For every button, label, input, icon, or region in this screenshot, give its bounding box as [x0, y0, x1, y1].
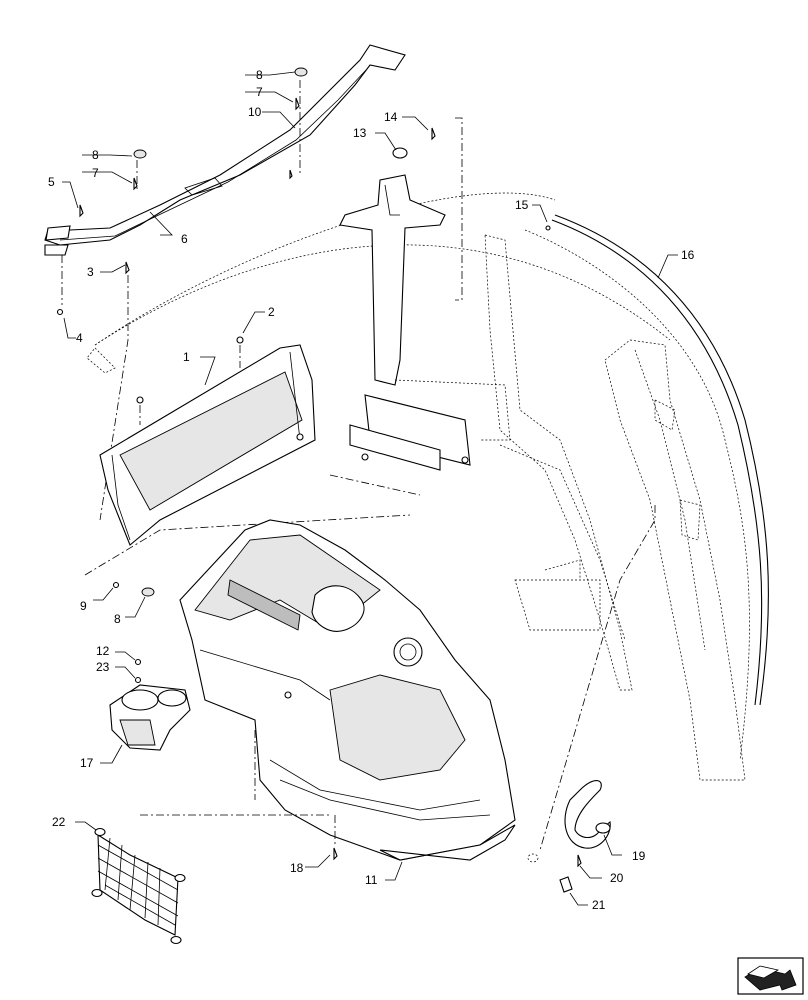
callout-22: 22 — [52, 815, 66, 829]
coat-hook — [527, 505, 656, 893]
callout-13: 13 — [353, 126, 367, 140]
callout-19: 19 — [632, 849, 646, 863]
callout-6: 6 — [181, 232, 188, 246]
callout-23: 23 — [96, 660, 110, 674]
cargo-net — [91, 827, 186, 945]
callout-21: 21 — [592, 898, 606, 912]
callout-11: 11 — [365, 873, 378, 887]
callout-3: 3 — [87, 265, 94, 279]
upper-trim-rail — [44, 44, 406, 256]
callout-7a: 7 — [256, 85, 263, 99]
callout-5: 5 — [48, 175, 55, 189]
pillar-trim — [484, 234, 633, 691]
rear-panel — [84, 336, 411, 576]
misc-fasteners — [112, 127, 436, 861]
center-pillar — [329, 117, 511, 496]
callout-20: 20 — [610, 871, 624, 885]
lower-side-trim — [140, 519, 516, 861]
callout-1: 1 — [183, 350, 190, 364]
view-orientation-icon — [737, 957, 804, 995]
callout-10: 10 — [248, 105, 262, 119]
callout-7b: 7 — [92, 166, 99, 180]
seal-strip — [545, 214, 769, 706]
callout-15: 15 — [515, 198, 529, 212]
callouts: 8 7 10 8 7 5 6 3 4 2 1 13 14 15 16 9 8 1… — [48, 68, 695, 912]
callout-8a: 8 — [256, 68, 263, 82]
callout-4: 4 — [76, 331, 83, 345]
callout-12: 12 — [96, 644, 110, 658]
callout-8b: 8 — [92, 148, 99, 162]
callout-2: 2 — [268, 305, 275, 319]
callout-16: 16 — [681, 248, 695, 262]
cup-holder — [109, 658, 191, 751]
callout-17: 17 — [80, 756, 94, 770]
callout-18: 18 — [290, 861, 304, 875]
callout-8c: 8 — [114, 612, 121, 626]
callout-9: 9 — [80, 599, 87, 613]
callout-14: 14 — [384, 110, 398, 124]
rear-right-trim — [604, 339, 746, 781]
